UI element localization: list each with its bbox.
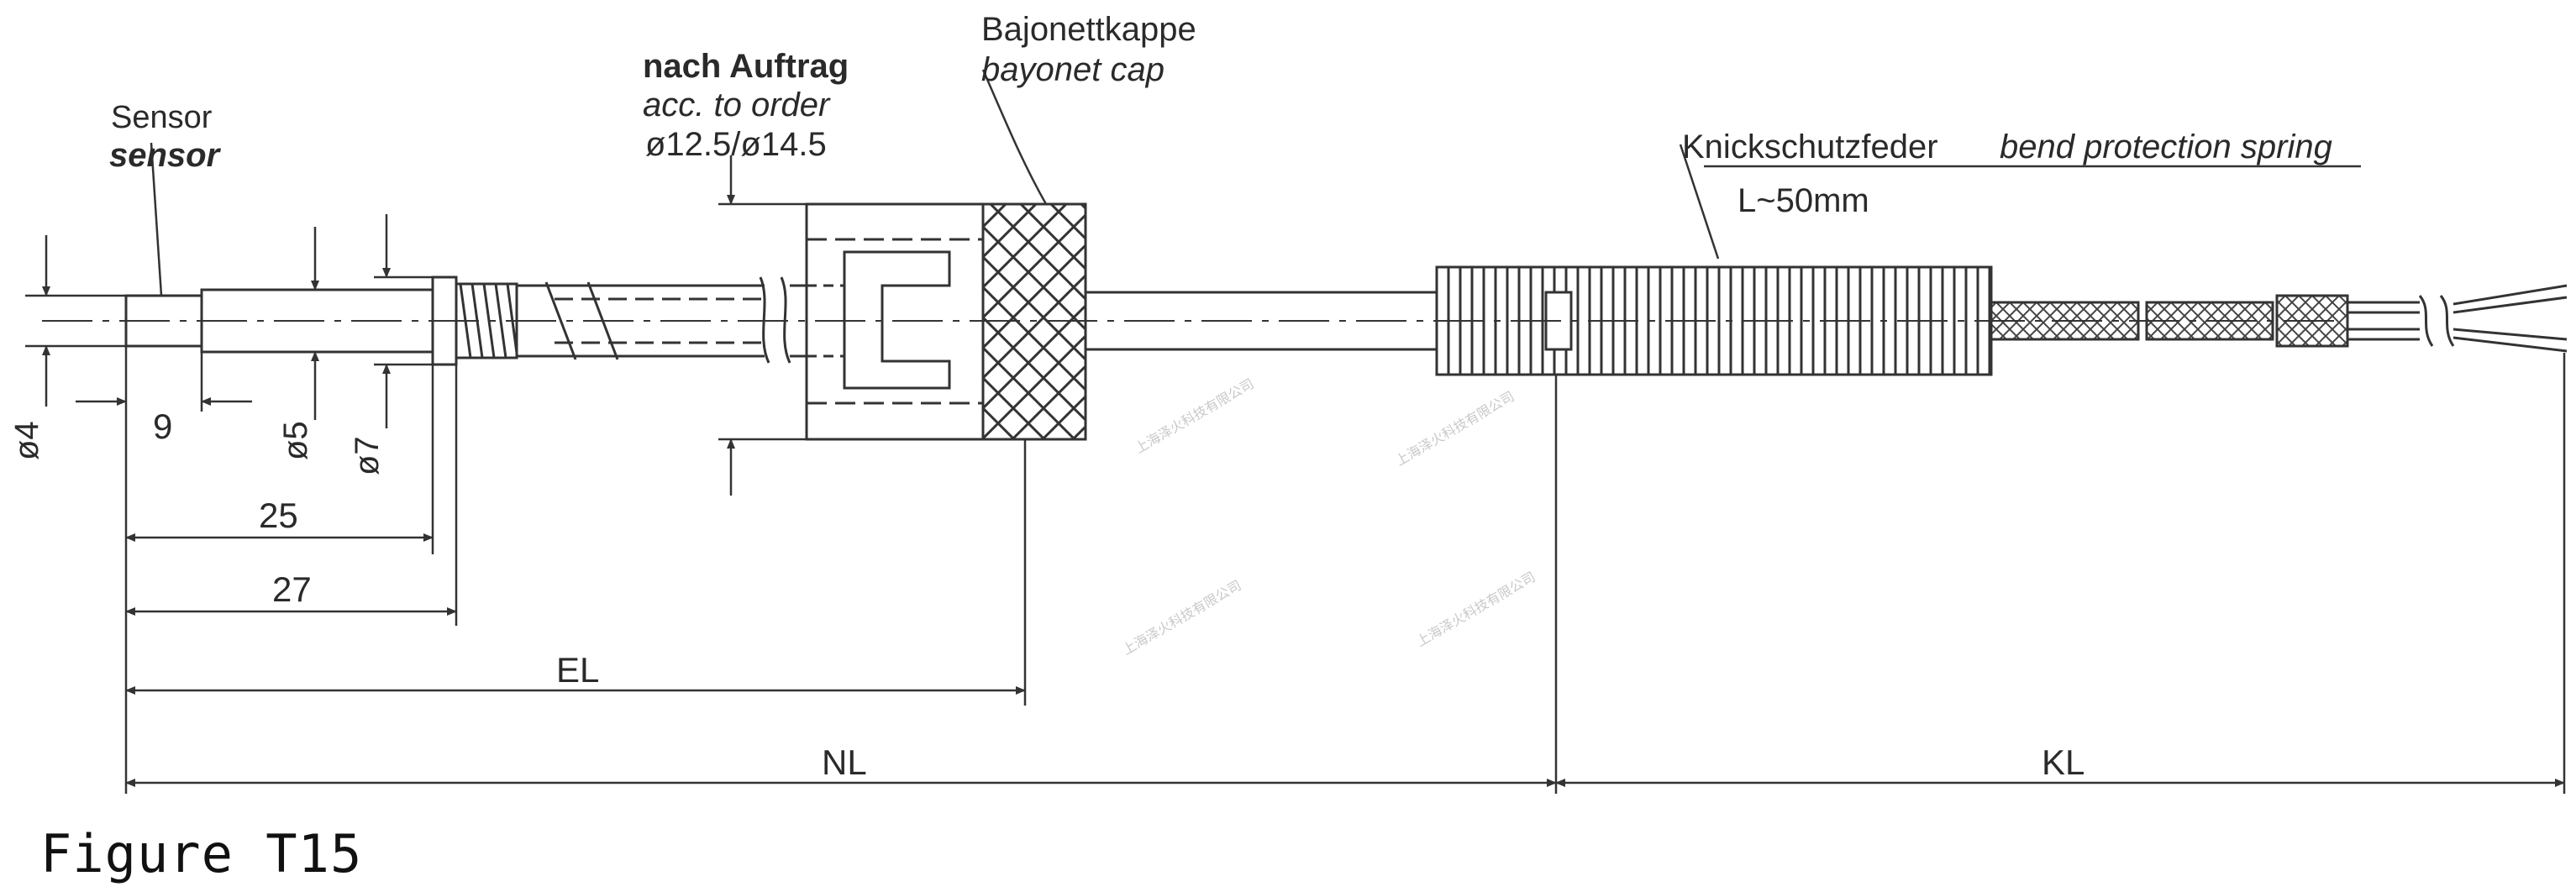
spring-label-de: Knickschutzfeder — [1682, 129, 1938, 165]
dim-d5: ø5 — [277, 421, 314, 460]
order-label-de: nach Auftrag — [643, 48, 849, 85]
order-diameter: ø12.5/ø14.5 — [645, 126, 827, 163]
dim-d4: ø4 — [8, 421, 45, 460]
spring-label-en: bend protection spring — [2000, 129, 2332, 165]
figure-caption: Figure T15 — [40, 823, 363, 884]
sensor-label-de: Sensor — [111, 100, 213, 135]
cap-label-en: bayonet cap — [981, 51, 1164, 88]
dim-25: 25 — [259, 496, 298, 535]
dim-d7: ø7 — [349, 436, 386, 475]
sensor-label-en: sensor — [109, 137, 222, 174]
watermark: 上海泽火科技有限公司 — [1120, 577, 1244, 658]
spring-length: L~50mm — [1737, 182, 1869, 219]
spiral-tube — [517, 276, 807, 364]
dim-27: 27 — [272, 569, 312, 609]
dim-kl: KL — [2042, 742, 2084, 782]
watermark: 上海泽火科技有限公司 — [1414, 569, 1538, 649]
order-label-en: acc. to order — [643, 87, 831, 123]
cable — [1086, 291, 1437, 351]
conductor-ends — [2347, 284, 2568, 353]
cap-label-de: Bajonettkappe — [981, 11, 1196, 48]
dim-nl: NL — [822, 742, 867, 782]
watermark: 上海泽火科技有限公司 — [1133, 375, 1257, 456]
watermark: 上海泽火科技有限公司 — [1393, 388, 1517, 469]
dim-9: 9 — [153, 407, 172, 446]
dim-el: EL — [556, 650, 599, 690]
